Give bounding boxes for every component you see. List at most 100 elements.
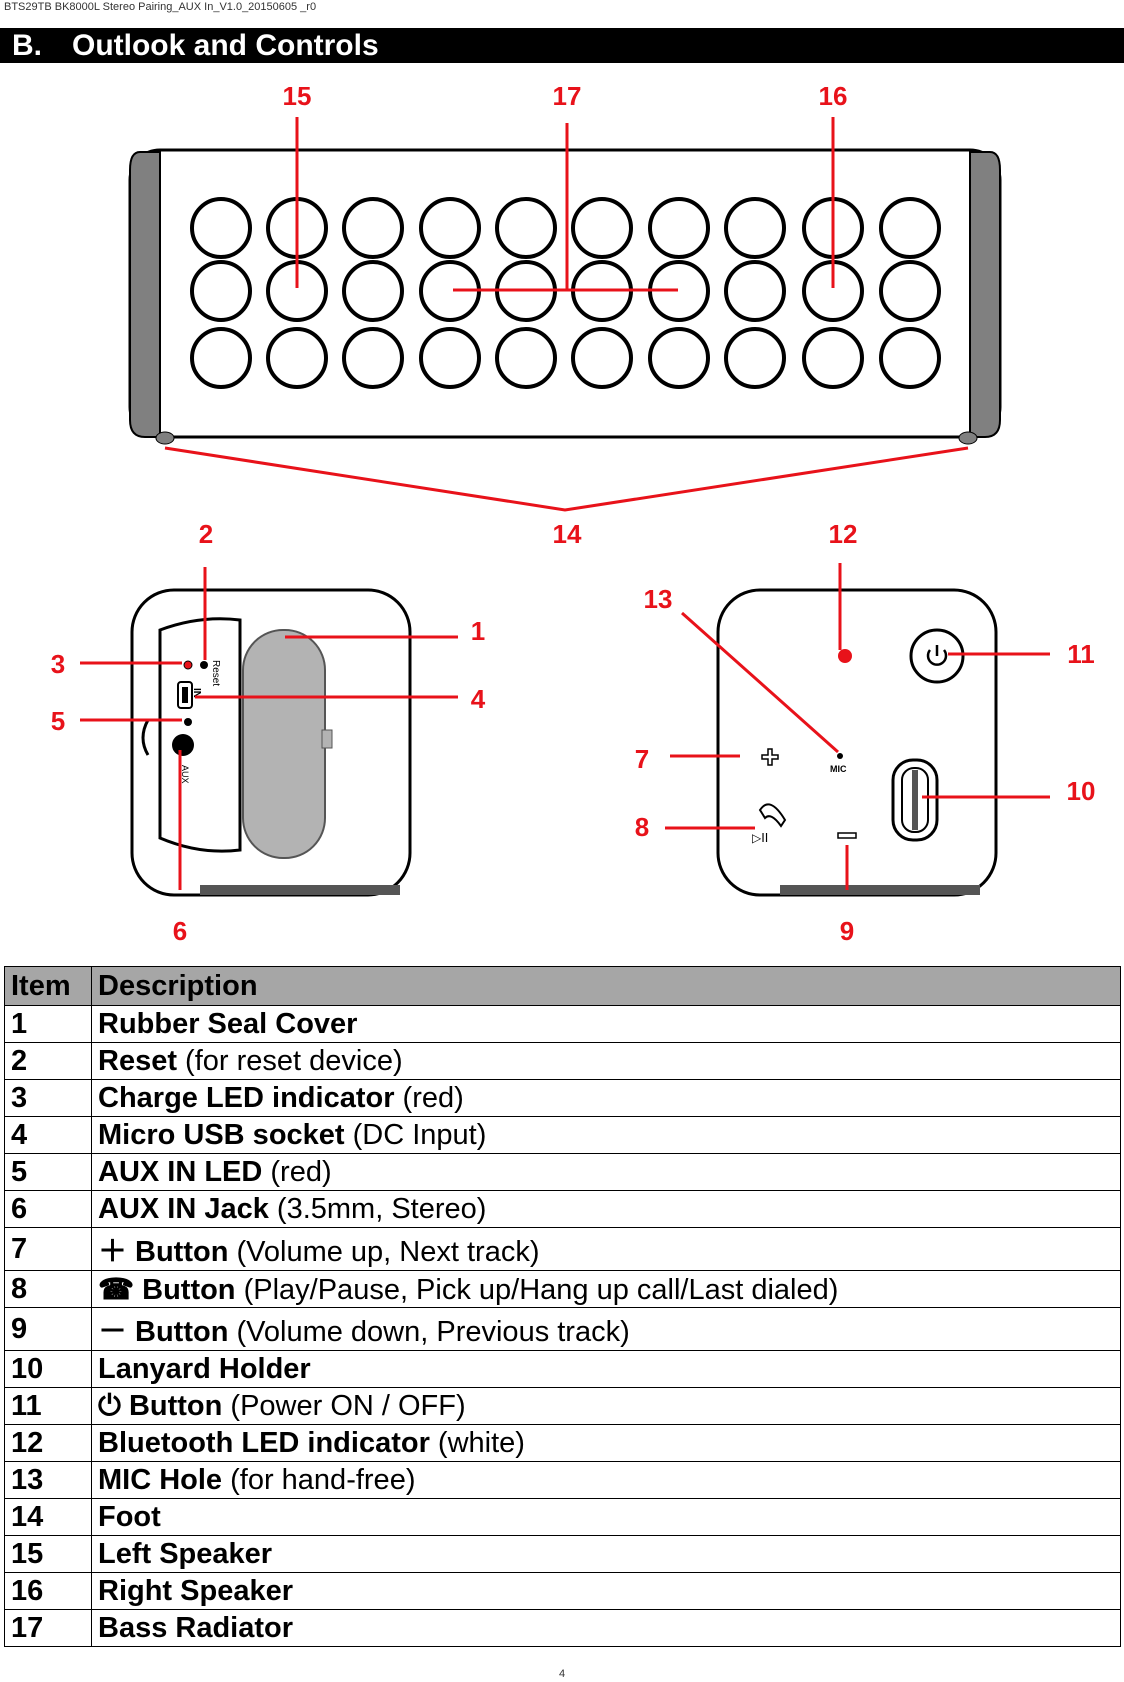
item-description: Lanyard Holder: [91, 1350, 1121, 1388]
item-number: 3: [4, 1079, 92, 1117]
item-detail: (for hand-free): [222, 1463, 416, 1496]
grille-hole: [266, 327, 328, 389]
page-number: 4: [558, 1668, 566, 1680]
minus-icon: －: [98, 1316, 128, 1348]
callout-16: 16: [819, 81, 848, 111]
item-detail: (white): [429, 1426, 525, 1459]
mic-label: MIC: [830, 764, 847, 774]
grille-hole: [495, 327, 557, 389]
item-name: Lanyard Holder: [98, 1352, 311, 1385]
item-name: Button: [135, 1236, 229, 1268]
grille-hole: [724, 327, 786, 389]
item-description: Reset (for reset device): [91, 1042, 1121, 1080]
item-number: 17: [4, 1609, 92, 1647]
reset-label: Reset: [210, 660, 221, 686]
in-label: IN: [191, 688, 202, 698]
item-description: MIC Hole (for hand-free): [91, 1461, 1121, 1499]
item-detail: (3.5mm, Stereo): [268, 1192, 487, 1225]
left-side-view: Reset IN AUX: [130, 588, 412, 897]
table-row: 11⏻Button (Power ON / OFF): [4, 1387, 1121, 1425]
item-number: 4: [4, 1116, 92, 1154]
item-number: 12: [4, 1424, 92, 1462]
table-row: 8☎Button (Play/Pause, Pick up/Hang up ca…: [4, 1270, 1121, 1308]
item-description: AUX IN Jack (3.5mm, Stereo): [91, 1190, 1121, 1228]
item-number: 13: [4, 1461, 92, 1499]
callout-15: 15: [283, 81, 312, 111]
grille-hole: [342, 197, 404, 259]
speaker-grille: [190, 197, 941, 389]
item-description: －Button (Volume down, Previous track): [91, 1307, 1121, 1351]
grille-hole: [648, 327, 710, 389]
item-detail: (red): [262, 1155, 332, 1188]
grille-hole: [190, 327, 252, 389]
callout-8: 8: [635, 812, 649, 842]
item-detail: (red): [394, 1081, 464, 1114]
section-title: Outlook and Controls: [72, 29, 379, 62]
grille-hole: [342, 260, 404, 322]
item-detail: (Power ON / OFF): [222, 1389, 466, 1422]
item-name: Charge LED indicator: [98, 1081, 395, 1114]
item-description: AUX IN LED (red): [91, 1153, 1121, 1191]
item-description: ☎Button (Play/Pause, Pick up/Hang up cal…: [91, 1270, 1121, 1308]
grille-hole: [802, 327, 864, 389]
front-view: [128, 148, 1002, 445]
item-detail: (Play/Pause, Pick up/Hang up call/Last d…: [235, 1273, 839, 1306]
grille-hole: [190, 260, 252, 322]
grille-hole: [419, 197, 481, 259]
item-description: ⏻Button (Power ON / OFF): [91, 1387, 1121, 1425]
item-number: 6: [4, 1190, 92, 1228]
grille-hole: [724, 197, 786, 259]
callout-9: 9: [840, 916, 854, 946]
grille-hole: [342, 327, 404, 389]
item-number: 14: [4, 1498, 92, 1536]
grille-hole: [190, 197, 252, 259]
item-detail: (Volume up, Next track): [228, 1236, 540, 1268]
aux-label: AUX: [180, 765, 190, 784]
grille-hole: [495, 197, 557, 259]
item-number: 7: [4, 1227, 92, 1271]
item-description: Right Speaker: [91, 1572, 1121, 1610]
callout-2: 2: [199, 519, 213, 549]
header-description: Description: [91, 966, 1121, 1006]
callout-7: 7: [635, 744, 649, 774]
item-name: MIC Hole: [98, 1463, 223, 1496]
item-name: Button: [135, 1316, 229, 1348]
item-description: Rubber Seal Cover: [91, 1005, 1121, 1043]
item-number: 16: [4, 1572, 92, 1610]
grille-hole: [419, 327, 481, 389]
right-side-view: MIC ▷II: [716, 588, 998, 897]
callout-4: 4: [471, 684, 486, 714]
plus-icon: ＋: [98, 1236, 128, 1268]
item-name: Bass Radiator: [98, 1611, 294, 1644]
item-name: Right Speaker: [98, 1574, 293, 1607]
item-number: 10: [4, 1350, 92, 1388]
svg-text:▷II: ▷II: [752, 831, 768, 845]
grille-hole: [879, 197, 941, 259]
callout-11: 11: [1067, 639, 1095, 669]
table-header-row: Item Description: [4, 966, 1121, 1006]
item-name: Left Speaker: [98, 1537, 273, 1570]
callout-3: 3: [51, 649, 65, 679]
item-number: 15: [4, 1535, 92, 1573]
item-description: ＋Button (Volume up, Next track): [91, 1227, 1121, 1271]
callout-6: 6: [173, 916, 187, 946]
item-name: AUX IN Jack: [98, 1192, 269, 1225]
header-item: Item: [4, 966, 92, 1006]
grille-hole: [648, 197, 710, 259]
item-number: 1: [4, 1005, 92, 1043]
item-detail: (DC Input): [344, 1118, 487, 1151]
grille-hole: [571, 327, 633, 389]
section-heading: B. Outlook and Controls: [0, 28, 1124, 63]
item-name: Reset: [98, 1044, 177, 1077]
item-number: 8: [4, 1270, 92, 1308]
table-row: 9－Button (Volume down, Previous track): [4, 1307, 1121, 1351]
item-description: Bass Radiator: [91, 1609, 1121, 1647]
grille-hole: [724, 260, 786, 322]
callout-10: 10: [1067, 776, 1096, 806]
